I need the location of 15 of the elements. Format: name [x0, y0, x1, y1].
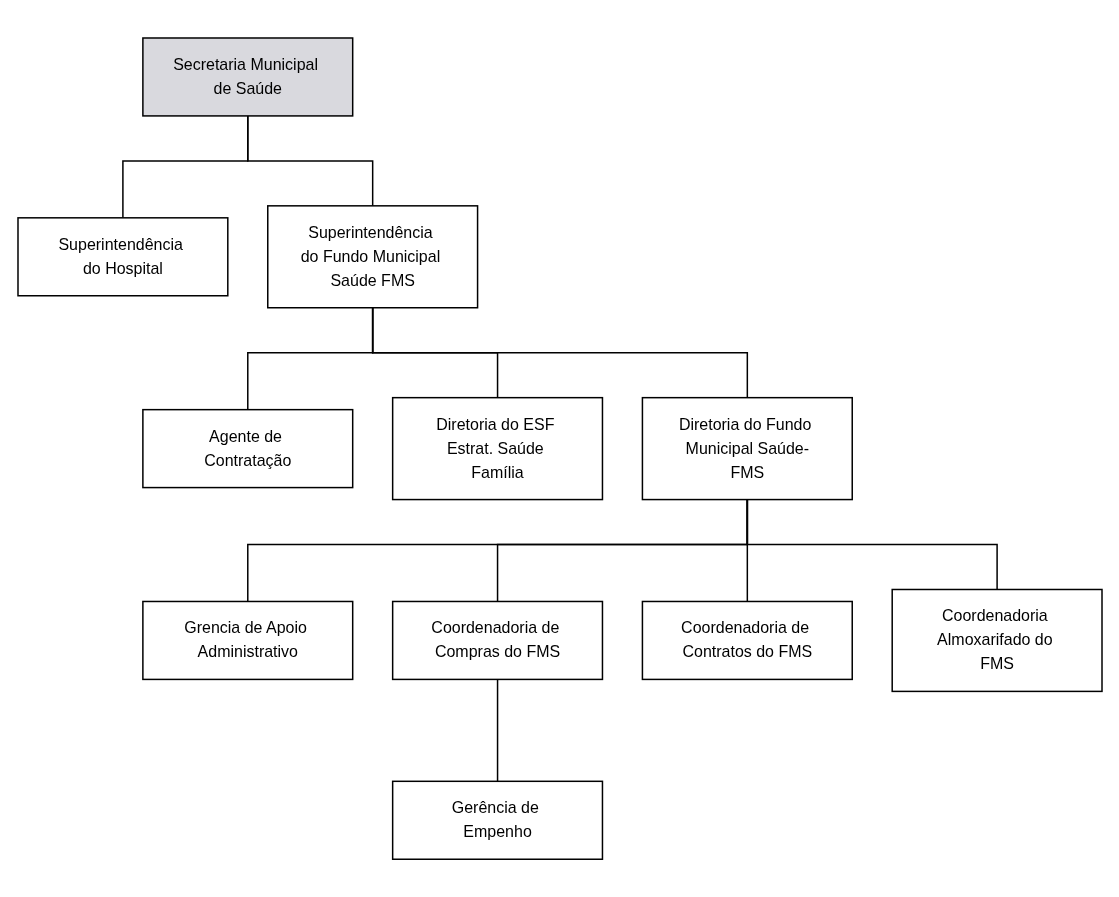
node-box: Coordenadoria de Contratos do FMS: [641, 600, 853, 681]
node-box: Secretaria Municipal de Saúde: [141, 37, 353, 117]
node-box: Coordenadoria Almoxarifado do FMS: [890, 588, 1103, 692]
node-box: Diretoria do Fundo Municipal Saúde-FMS: [641, 396, 853, 501]
node-box: Superintendência do Fundo Municipal Saúde FMS: [266, 204, 478, 309]
connector: [371, 306, 748, 399]
connector: [246, 115, 373, 207]
node-box: Coordenadoria de Compras do FMS: [391, 600, 603, 681]
node-box: Gerência de Empenho: [391, 780, 603, 860]
node-box: Superintendência do Hospital: [16, 216, 229, 297]
connector: [496, 678, 498, 782]
node-box: Diretoria do ESF Estrat. Saúde Família: [391, 396, 603, 501]
connector: [746, 498, 998, 591]
node-box: Agente de Contratação: [141, 408, 353, 489]
node-box: Grencia de Apoio Administrativo: [141, 600, 353, 681]
